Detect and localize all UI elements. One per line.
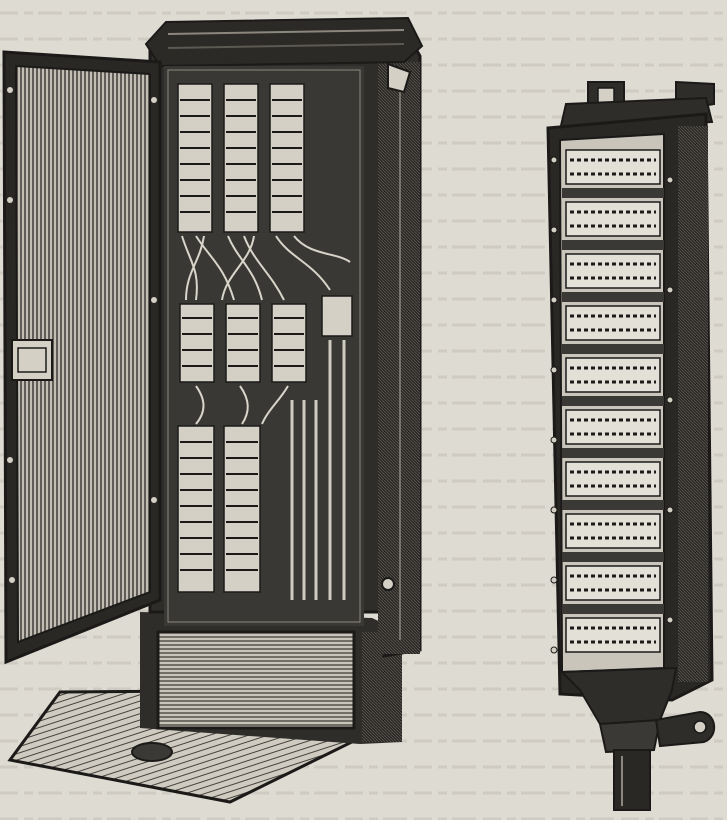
cabinet-side-wall — [378, 62, 420, 654]
vertical-cables — [290, 340, 346, 600]
strip-rivets — [550, 156, 674, 654]
cable-bundles — [181, 235, 351, 301]
cabinet-plinth — [140, 612, 402, 744]
cable-pipe — [613, 749, 651, 811]
floor-plate-hole — [131, 742, 173, 762]
terminal-rows — [562, 149, 664, 653]
cabinet-cap — [144, 16, 424, 68]
door-latch — [381, 577, 395, 591]
bottom-funnel — [559, 666, 715, 811]
terminal-strip-unit — [546, 80, 715, 811]
strip-side-wall — [678, 126, 708, 682]
cabinet-door — [2, 50, 162, 665]
terminal-blocks-lower — [177, 425, 261, 593]
terminal-blocks-upper — [177, 83, 305, 233]
distribution-cabinet — [2, 16, 424, 804]
